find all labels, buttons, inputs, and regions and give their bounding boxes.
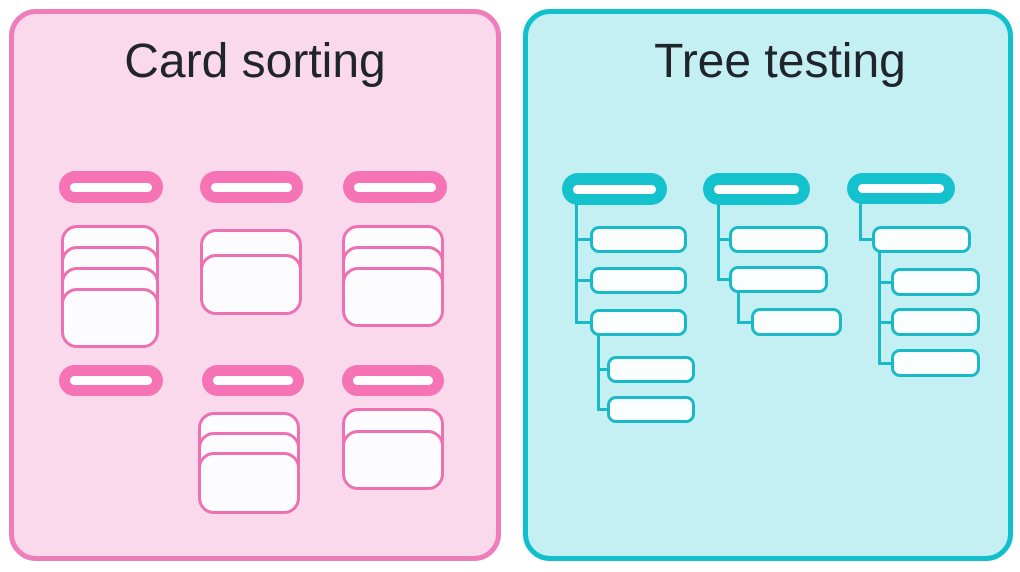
card-sorting-title: Card sorting xyxy=(124,35,386,88)
tree-testing-panel: Tree testing xyxy=(523,9,1013,561)
pill-label-bar xyxy=(714,184,799,194)
pill-label-bar xyxy=(858,184,944,193)
tree-node xyxy=(590,226,687,253)
pill-label-bar xyxy=(354,182,436,192)
connector-stub xyxy=(575,279,590,282)
tree-root-pill xyxy=(847,173,955,204)
category-pill xyxy=(202,365,304,396)
tree-node xyxy=(729,226,828,253)
tree-testing-title: Tree testing xyxy=(654,35,906,88)
category-pill xyxy=(59,171,163,203)
connector-stub xyxy=(878,320,891,324)
card xyxy=(200,254,302,315)
tree-node xyxy=(872,226,971,253)
connector-stub xyxy=(717,278,729,281)
card xyxy=(61,288,159,348)
tree-subnode xyxy=(891,308,980,336)
category-pill xyxy=(200,171,303,203)
card xyxy=(342,430,444,490)
pill-label-bar xyxy=(353,376,433,385)
connector-stub xyxy=(878,361,891,365)
category-pill xyxy=(343,171,447,203)
connector-subtrunk xyxy=(737,291,740,323)
connector-subtrunk xyxy=(597,334,600,411)
tree-subnode xyxy=(607,396,695,423)
tree-node xyxy=(729,266,828,293)
tree-subnode xyxy=(607,356,695,383)
connector-stub xyxy=(859,238,872,241)
connector-trunk xyxy=(717,203,720,281)
pill-label-bar xyxy=(70,376,152,385)
connector-stub xyxy=(575,238,590,241)
pill-label-bar xyxy=(211,182,292,192)
tree-subnode xyxy=(891,268,980,296)
category-pill xyxy=(342,365,444,396)
card xyxy=(198,452,300,514)
connector-stub xyxy=(575,321,590,324)
pill-label-bar xyxy=(213,376,293,385)
connector-stub xyxy=(737,320,751,324)
connector-stub xyxy=(597,408,607,411)
pill-label-bar xyxy=(70,182,152,192)
tree-root-pill xyxy=(562,173,667,205)
tree-node xyxy=(590,309,687,336)
connector-trunk xyxy=(575,203,578,324)
category-pill xyxy=(59,365,163,396)
connector-stub xyxy=(597,368,607,371)
connector-subtrunk xyxy=(878,251,881,364)
tree-subnode xyxy=(891,349,980,377)
card-sorting-panel: Card sorting xyxy=(9,9,501,561)
tree-subnode xyxy=(751,308,842,336)
tree-root-pill xyxy=(703,173,810,205)
connector-stub xyxy=(878,280,891,284)
tree-node xyxy=(590,267,687,294)
connector-stub xyxy=(717,238,729,241)
pill-label-bar xyxy=(573,184,656,194)
card xyxy=(342,267,444,327)
connector-trunk xyxy=(859,202,862,241)
